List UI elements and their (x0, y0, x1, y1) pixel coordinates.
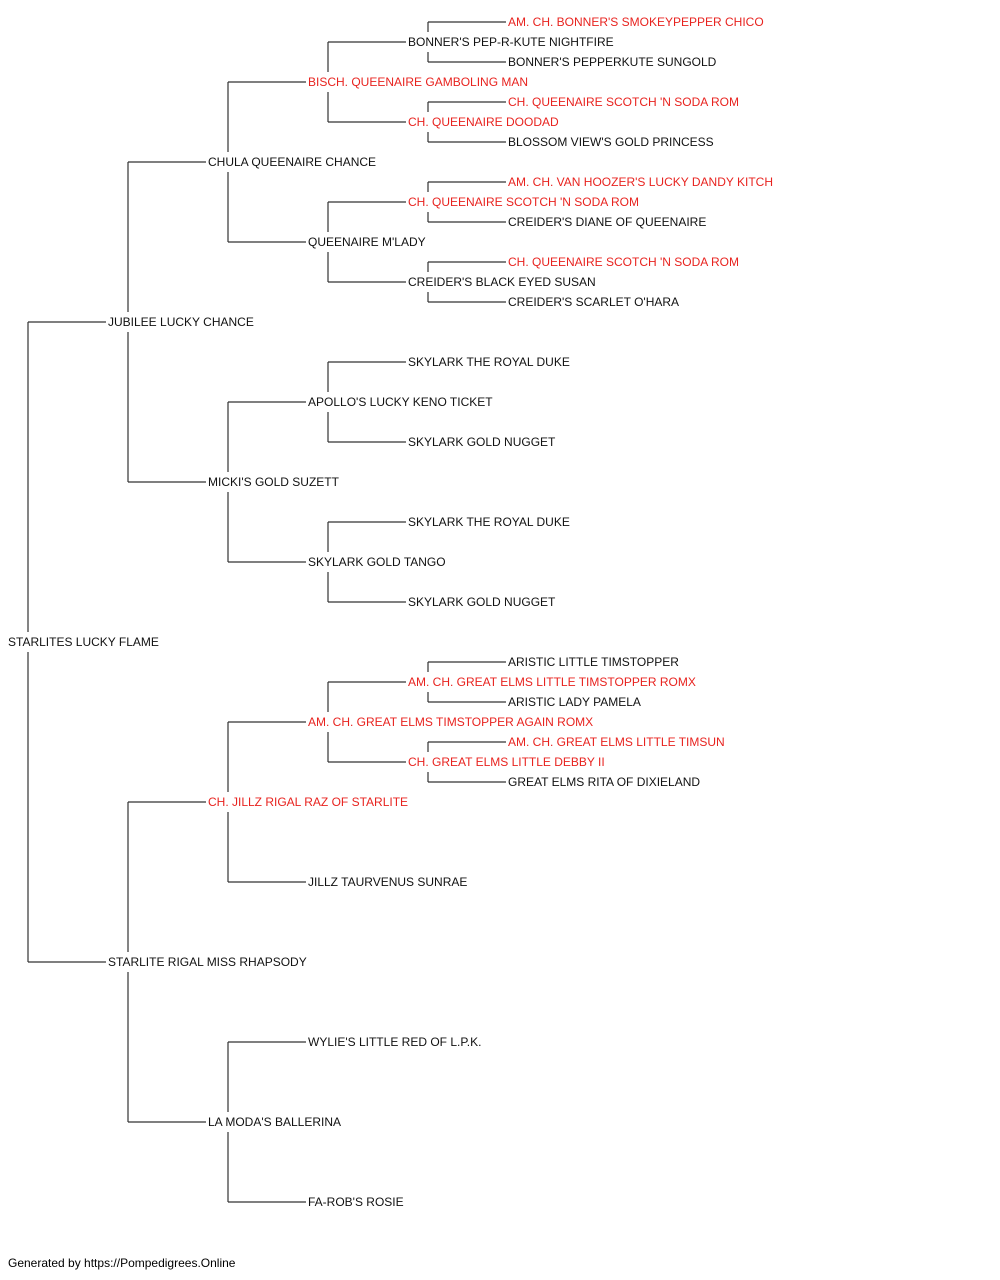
dog-name-subject-sire-sire-sire-dam-sire: CH. QUEENAIRE SCOTCH 'N SODA ROM (508, 95, 739, 109)
dog-name-subject-sire-sire-dam-sire: CH. QUEENAIRE SCOTCH 'N SODA ROM (408, 195, 639, 209)
dog-name-subject-sire: JUBILEE LUCKY CHANCE (108, 315, 254, 329)
dog-name-subject-dam-dam-dam: FA-ROB'S ROSIE (308, 1195, 404, 1209)
dog-name-subject-dam-dam: LA MODA'S BALLERINA (208, 1115, 341, 1129)
dog-name-subject-sire-dam-dam-dam: SKYLARK GOLD NUGGET (408, 595, 556, 609)
dog-name-subject-sire-dam-sire-dam: SKYLARK GOLD NUGGET (408, 435, 556, 449)
dog-name-subject-sire-dam-dam-sire: SKYLARK THE ROYAL DUKE (408, 515, 570, 529)
dog-name-subject-sire-sire-sire-sire-dam: BONNER'S PEPPERKUTE SUNGOLD (508, 55, 717, 69)
dog-name-subject-sire-sire-dam-dam-dam: CREIDER'S SCARLET O'HARA (508, 295, 679, 309)
dog-name-subject-sire-sire-sire-sire-sire: AM. CH. BONNER'S SMOKEYPEPPER CHICO (508, 15, 764, 29)
dog-name-subject-sire-sire-dam-dam: CREIDER'S BLACK EYED SUSAN (408, 275, 596, 289)
dog-name-subject-sire-sire: CHULA QUEENAIRE CHANCE (208, 155, 376, 169)
dog-name-subject-sire-sire-dam-sire-sire: AM. CH. VAN HOOZER'S LUCKY DANDY KITCH (508, 175, 773, 189)
dog-name-subject-sire-sire-sire: BISCH. QUEENAIRE GAMBOLING MAN (308, 75, 528, 89)
dog-name-subject-sire-dam-sire: APOLLO'S LUCKY KENO TICKET (308, 395, 493, 409)
dog-name-subject-sire-dam: MICKI'S GOLD SUZETT (208, 475, 340, 489)
dog-name-subject-sire-dam-dam: SKYLARK GOLD TANGO (308, 555, 446, 569)
dog-name-subject-dam-sire-sire-sire: AM. CH. GREAT ELMS LITTLE TIMSTOPPER ROM… (408, 675, 696, 689)
dog-name-subject-dam-sire-sire-dam: CH. GREAT ELMS LITTLE DEBBY II (408, 755, 605, 769)
dog-name-subject-sire-sire-dam: QUEENAIRE M'LADY (308, 235, 426, 249)
dog-name-subject-dam-dam-sire: WYLIE'S LITTLE RED OF L.P.K. (308, 1035, 481, 1049)
dog-name-subject-dam-sire: CH. JILLZ RIGAL RAZ OF STARLITE (208, 795, 408, 809)
dog-name-subject: STARLITES LUCKY FLAME (8, 635, 159, 649)
dog-name-subject-sire-sire-dam-dam-sire: CH. QUEENAIRE SCOTCH 'N SODA ROM (508, 255, 739, 269)
dog-name-subject-dam-sire-sire-dam-dam: GREAT ELMS RITA OF DIXIELAND (508, 775, 700, 789)
dog-name-subject-dam-sire-sire-dam-sire: AM. CH. GREAT ELMS LITTLE TIMSUN (508, 735, 725, 749)
dog-name-subject-sire-sire-sire-dam: CH. QUEENAIRE DOODAD (408, 115, 559, 129)
dog-name-subject-dam-sire-dam: JILLZ TAURVENUS SUNRAE (308, 875, 467, 889)
dog-name-subject-dam-sire-sire: AM. CH. GREAT ELMS TIMSTOPPER AGAIN ROMX (308, 715, 593, 729)
dog-name-subject-sire-sire-dam-sire-dam: CREIDER'S DIANE OF QUEENAIRE (508, 215, 706, 229)
dog-name-subject-dam-sire-sire-sire-dam: ARISTIC LADY PAMELA (508, 695, 641, 709)
dog-name-subject-dam-sire-sire-sire-sire: ARISTIC LITTLE TIMSTOPPER (508, 655, 679, 669)
dog-name-subject-dam: STARLITE RIGAL MISS RHAPSODY (108, 955, 307, 969)
dog-name-subject-sire-dam-sire-sire: SKYLARK THE ROYAL DUKE (408, 355, 570, 369)
dog-name-subject-sire-sire-sire-sire: BONNER'S PEP-R-KUTE NIGHTFIRE (408, 35, 614, 49)
dog-name-subject-sire-sire-sire-dam-dam: BLOSSOM VIEW'S GOLD PRINCESS (508, 135, 714, 149)
footer-credit: Generated by https://Pompedigrees.Online (8, 1256, 236, 1270)
